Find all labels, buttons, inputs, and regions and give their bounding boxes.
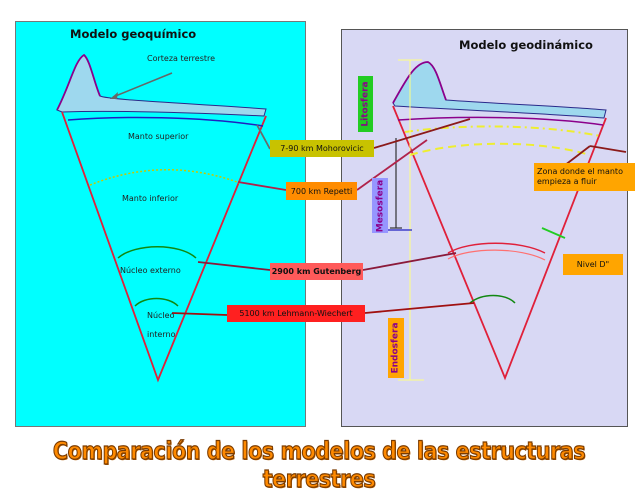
nivel-d-note: Nivel D" [563, 254, 623, 275]
footer-title: Comparación de los modelos de las estruc… [52, 436, 586, 493]
earth-structure-drawing [56, 53, 627, 383]
right-crust-surface [392, 61, 447, 104]
left-wedge-outline [61, 111, 267, 383]
diagram-stage: Modelo geoquímico Corteza terrestre Mant… [15, 21, 635, 493]
right-panel-title: Modelo geodinámico [459, 38, 593, 52]
manto-inferior-label: Manto inferior [122, 194, 179, 203]
left-earth-wedge [56, 53, 267, 383]
endosfera-label: Endosfera [391, 322, 402, 374]
left-gutenberg-line [117, 246, 197, 259]
endosfera-bar: Endosfera [388, 318, 404, 378]
left-panel-title: Modelo geoquímico [70, 27, 197, 41]
right-lithosphere-base [397, 116, 604, 126]
zona-fluir-note: Zona donde el manto empieza a fluir [534, 163, 635, 191]
left-panel-geochemical [15, 21, 306, 427]
litosfera-bar: Litosfera [358, 76, 373, 132]
right-d-layer-line [447, 249, 546, 261]
right-flow-zone-lower [409, 142, 591, 156]
gutenberg-box: 2900 km Gutenberg [270, 263, 363, 280]
nucleo-interno-label-2: interno [147, 330, 176, 339]
nucleo-externo-label: Núcleo externo [120, 266, 181, 275]
repetti-box: 700 km Repetti [286, 182, 357, 200]
manto-superior-label: Manto superior [128, 132, 189, 141]
right-gutenberg-line [447, 242, 546, 254]
discontinuity-connectors [171, 118, 627, 316]
left-lehmann-line [134, 297, 179, 307]
right-lehmann-line [469, 294, 516, 304]
lehmann-box: 5100 km Lehmann-Wiechert [227, 305, 365, 322]
left-moho-line [67, 116, 264, 127]
left-crust-surface [56, 53, 101, 111]
mesosfera-bar: Mesosfera [372, 178, 388, 233]
corteza-label: Corteza terrestre [147, 54, 216, 63]
right-crust-mountains [392, 61, 607, 119]
litosfera-label: Litosfera [360, 81, 371, 127]
mesosfera-label: Mesosfera [375, 179, 385, 232]
nucleo-interno-label-1: Núcleo [147, 311, 175, 320]
moho-box: 7-90 km Mohorovicic [270, 140, 374, 157]
right-flow-zone-upper [404, 125, 601, 137]
left-repetti-line [89, 169, 241, 186]
left-corteza-pointer [112, 72, 173, 98]
right-wedge-outline [392, 105, 607, 381]
right-earth-wedge [378, 59, 607, 381]
